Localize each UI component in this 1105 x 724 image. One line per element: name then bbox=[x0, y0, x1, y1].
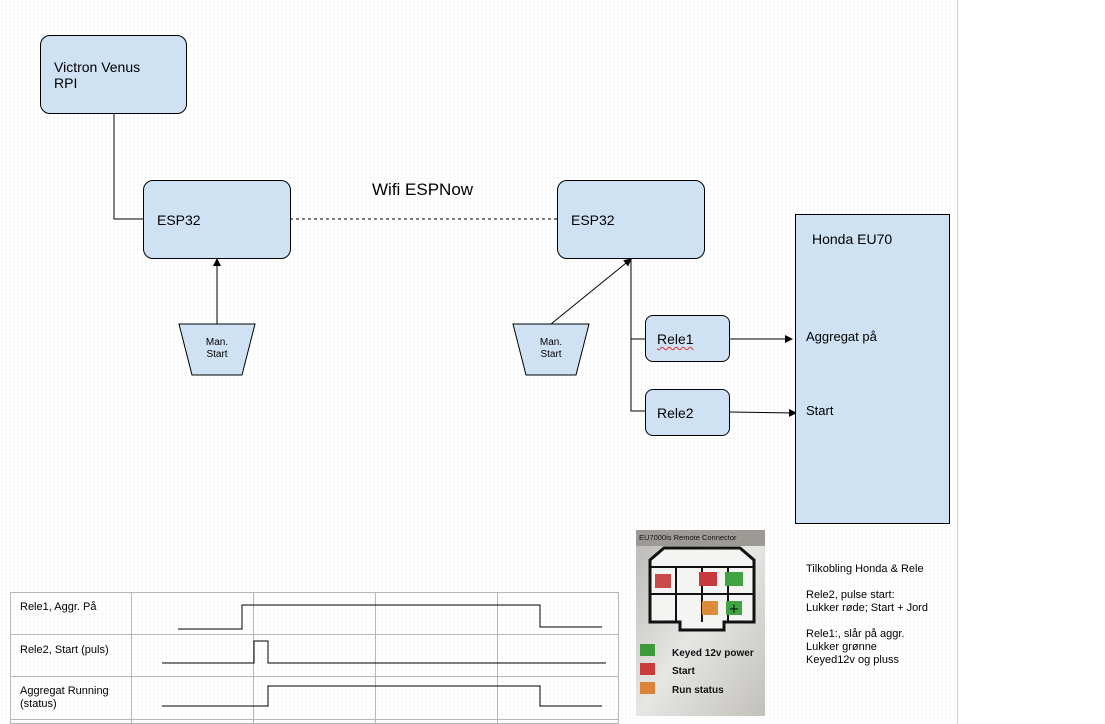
notes-rele1-line2: Lukker grønne bbox=[806, 641, 877, 653]
photo-legend-label: Start bbox=[672, 666, 695, 677]
photo-legend-label: Run status bbox=[672, 685, 724, 696]
photo-legend-label: Keyed 12v power bbox=[672, 648, 754, 659]
notes-rele1-line1: Rele1:, slår på aggr. bbox=[806, 628, 905, 640]
man-start-left-shape bbox=[178, 323, 256, 376]
rele1-label: Rele1 bbox=[657, 331, 694, 347]
notes-title: Tilkobling Honda & Rele bbox=[806, 563, 924, 575]
legend-swatch-keyed bbox=[640, 644, 655, 656]
timing-table bbox=[10, 592, 619, 724]
svg-text:+: + bbox=[729, 602, 740, 617]
rele2-start-arrow bbox=[728, 408, 797, 417]
waveform-rele1 bbox=[178, 604, 602, 630]
photo-title: EU7000is Remote Connector bbox=[639, 533, 737, 542]
rele2-label: Rele2 bbox=[657, 405, 694, 421]
honda-input-aggregat: Aggregat på bbox=[806, 329, 877, 344]
honda-input-start: Start bbox=[806, 403, 834, 418]
esp32-left-label: ESP32 bbox=[157, 212, 201, 228]
timing-label-running: Aggregat Running (status) bbox=[20, 685, 109, 710]
honda-eu70-box: Honda EU70 bbox=[795, 214, 950, 524]
esp32-right-box: ESP32 bbox=[557, 180, 705, 259]
timing-label-rele2: Rele2, Start (puls) bbox=[20, 644, 109, 656]
man-start-left-label: Man. Start bbox=[205, 337, 229, 360]
esp32-left-box: ESP32 bbox=[143, 180, 291, 259]
man-start-right-label: Man. Start bbox=[539, 337, 563, 360]
legend-swatch-run bbox=[640, 682, 655, 694]
timing-label-rele1: Rele1, Aggr. På bbox=[20, 601, 97, 613]
legend-swatch-start bbox=[640, 663, 655, 675]
wifi-espnow-label: Wifi ESPNow bbox=[372, 180, 474, 199]
waveform-rele2 bbox=[162, 640, 606, 664]
wires-layer bbox=[10, 113, 797, 724]
notes-rele2: Rele2, pulse start: Lukker røde; Start +… bbox=[806, 589, 928, 614]
notes-rele1-line3: Keyed12v og pluss bbox=[806, 654, 899, 666]
canvas-edge bbox=[957, 0, 958, 724]
man-start-right-shape bbox=[512, 323, 590, 376]
victron-esp32-connector bbox=[113, 113, 145, 220]
man-start-right-arrow bbox=[550, 258, 632, 325]
victron-label: Victron Venus RPI bbox=[54, 59, 141, 91]
victron-venus-box: Victron Venus RPI bbox=[40, 35, 187, 114]
remote-connector-photo: + EU7000is Remote Connector Keyed 12v po… bbox=[636, 530, 765, 716]
esp32-right-label: ESP32 bbox=[571, 212, 615, 228]
rele1-box: Rele1 bbox=[645, 315, 730, 362]
connector-illustration: + EU7000is Remote Connector Keyed 12v po… bbox=[636, 530, 765, 716]
rele2-box: Rele2 bbox=[645, 389, 730, 436]
honda-label: Honda EU70 bbox=[812, 231, 893, 247]
esp32-rele-connector bbox=[630, 259, 646, 412]
waveform-running bbox=[162, 685, 602, 707]
